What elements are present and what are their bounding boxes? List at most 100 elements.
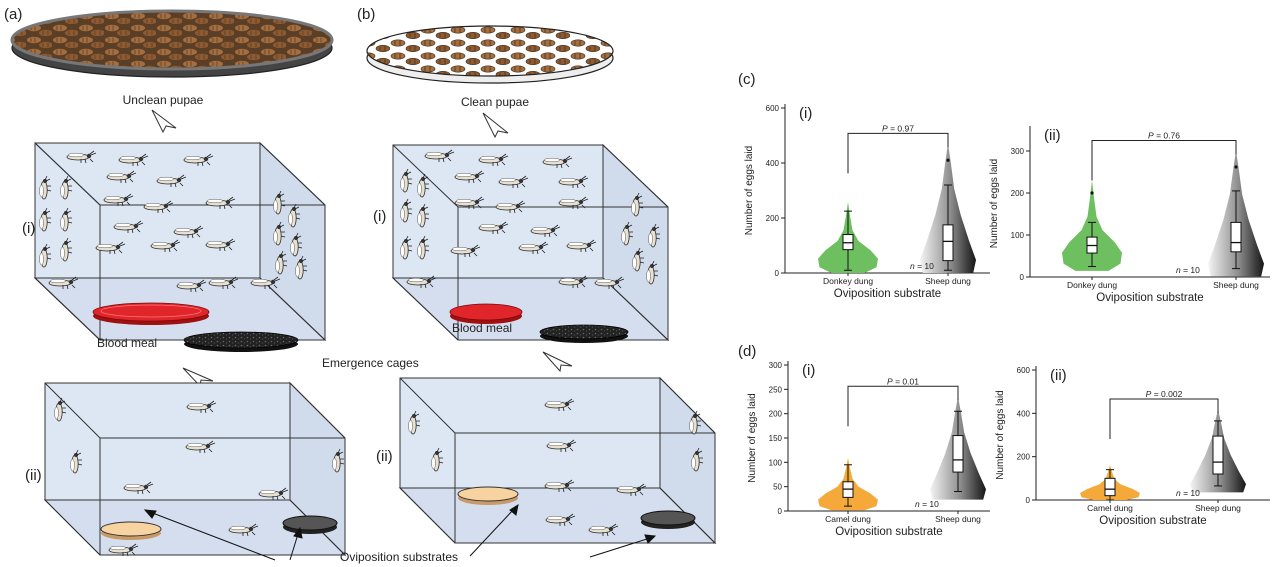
- chart-sub-label: (i): [802, 362, 815, 379]
- cage-label-a-ii: (ii): [25, 467, 42, 484]
- label-unclean-pupae: Unclean pupae: [123, 93, 204, 107]
- box: [942, 224, 954, 262]
- label-blood-meal-a: Blood meal: [97, 336, 157, 350]
- label-blood-meal-b: Blood meal: [452, 321, 512, 335]
- emergence-cage-b: [391, 143, 670, 343]
- oviposition-cage-a: [43, 381, 347, 557]
- box: [1230, 221, 1242, 253]
- diagram-a: Unclean pupae: [10, 9, 419, 557]
- arrow-b2: [542, 351, 573, 373]
- significance-bracket: [847, 132, 949, 174]
- cage-label-a-i: (i): [22, 220, 35, 237]
- chart-sub-label: (i): [799, 105, 812, 122]
- y-tick-label: 250: [769, 385, 783, 394]
- y-tick-label: 600: [1017, 366, 1031, 375]
- arrow-a1: [151, 109, 177, 134]
- y-tick-label: 100: [769, 458, 783, 467]
- x-axis-label: Oviposition substrate: [1096, 292, 1203, 304]
- pupae-dish-small-b: [539, 324, 629, 343]
- diagram-b: Clean pupae: [366, 25, 717, 545]
- y-tick-label: 0: [775, 269, 780, 278]
- x-axis-label: Oviposition substrate: [1099, 515, 1206, 527]
- x-axis-label: Oviposition substrate: [834, 288, 941, 300]
- y-tick-label: 300: [1011, 147, 1025, 156]
- box: [1104, 477, 1116, 497]
- significance-bracket: [1091, 139, 1237, 181]
- y-tick-label: 400: [1017, 409, 1031, 418]
- p-value-label: P = 0.01: [887, 376, 919, 386]
- y-tick-label: 200: [1017, 453, 1031, 462]
- y-tick-label: 0: [1026, 496, 1031, 505]
- y-tick-label: 300: [769, 361, 783, 370]
- panel-label-d: (d): [738, 343, 756, 360]
- pupae-dish-unclean: [10, 9, 334, 78]
- oviposition-dish-dark-b: [640, 510, 696, 529]
- outlier-point: [946, 158, 950, 162]
- n-label: n = 10: [1176, 265, 1200, 275]
- y-tick-label: 600: [766, 104, 780, 113]
- oviposition-dish-dark-a: [282, 515, 338, 534]
- y-tick-label: 200: [1011, 189, 1025, 198]
- x-tick-label: Sheep dung: [935, 514, 981, 524]
- x-tick-label: Camel dung: [1087, 503, 1133, 513]
- x-tick-label: Sheep dung: [1213, 280, 1259, 290]
- outlier-point: [1090, 191, 1094, 195]
- y-axis-label: Number of eggs laid: [747, 393, 758, 483]
- y-tick-label: 150: [769, 434, 783, 443]
- x-tick-label: Donkey dung: [823, 276, 873, 286]
- y-tick-label: 0: [778, 507, 783, 516]
- panel-label-a: (a): [4, 6, 22, 23]
- p-value-label: P = 0.76: [1148, 130, 1180, 140]
- y-tick-label: 100: [1011, 231, 1025, 240]
- blood-meal-dish-a: [92, 302, 210, 325]
- panel-label-b: (b): [357, 6, 375, 23]
- x-tick-label: Camel dung: [825, 514, 871, 524]
- y-tick-label: 200: [769, 410, 783, 419]
- y-axis-label: Number of eggs laid: [995, 390, 1006, 480]
- pupae-dish-small-a: [183, 331, 299, 352]
- y-axis-label: Number of eggs laid: [989, 159, 1000, 249]
- label-emergence-cages: Emergence cages: [322, 356, 419, 370]
- y-axis-label: Number of eggs laid: [744, 146, 755, 236]
- p-value-label: P = 0.002: [1146, 389, 1183, 399]
- emergence-cage-a: [33, 141, 327, 352]
- box: [842, 234, 854, 251]
- arrow-b1: [482, 112, 509, 139]
- y-tick-label: 400: [766, 159, 780, 168]
- oviposition-dish-light-b: [457, 486, 519, 505]
- box: [952, 435, 964, 473]
- label-oviposition-substrates: Oviposition substrates: [340, 550, 458, 564]
- cage-label-b-i: (i): [373, 208, 386, 225]
- box: [1212, 435, 1224, 475]
- x-tick-label: Donkey dung: [1067, 280, 1117, 290]
- chart-sub-label: (ii): [1050, 367, 1067, 384]
- panel-label-c: (c): [738, 71, 756, 88]
- x-axis-label: Oviposition substrate: [835, 526, 942, 538]
- significance-bracket: [1109, 398, 1219, 440]
- n-label: n = 10: [910, 261, 934, 271]
- oviposition-dish-light-a: [100, 521, 162, 540]
- blood-meal-dish-b: [449, 303, 523, 324]
- n-label: n = 10: [915, 499, 939, 509]
- label-clean-pupae: Clean pupae: [461, 95, 529, 109]
- outlier-point: [1234, 165, 1238, 169]
- arrow-a2: [182, 367, 214, 388]
- pupae-dish-clean: [366, 25, 614, 84]
- oviposition-arrows: [143, 503, 657, 561]
- cage-label-b-ii: (ii): [376, 448, 393, 465]
- y-tick-label: 200: [766, 214, 780, 223]
- significance-bracket: [847, 385, 959, 427]
- oviposition-cage-b: [398, 376, 717, 545]
- y-tick-label: 0: [1020, 273, 1025, 282]
- chart-sub-label: (ii): [1044, 127, 1061, 144]
- x-tick-label: Sheep dung: [1195, 503, 1241, 513]
- y-tick-label: 50: [773, 483, 782, 492]
- x-tick-label: Sheep dung: [925, 276, 971, 286]
- n-label: n = 10: [1176, 488, 1200, 498]
- p-value-label: P = 0.97: [882, 123, 914, 133]
